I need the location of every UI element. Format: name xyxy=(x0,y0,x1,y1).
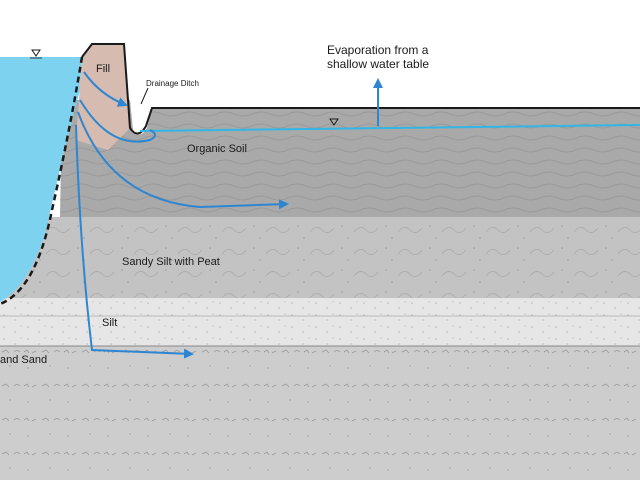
flow-arrow-deep xyxy=(75,124,194,359)
sand-label: and Sand xyxy=(0,354,48,366)
flow-arrow-organic-deep xyxy=(77,111,289,210)
ground-surface-line xyxy=(81,43,640,135)
evaporation-label-line1: Evaporation from a xyxy=(327,43,429,57)
fill-embankment xyxy=(76,44,130,150)
fill-label: Fill xyxy=(96,63,111,75)
sandy-silt-peat-texture xyxy=(0,217,640,298)
organic-soil-label: Organic Soil xyxy=(187,143,247,155)
water-body xyxy=(0,57,82,302)
flow-arrow-organic-shallow xyxy=(79,99,156,143)
water-table-line xyxy=(139,124,640,132)
water-level-triangle-icon xyxy=(329,118,339,126)
silt-label: Silt xyxy=(102,317,118,329)
seepage-boundary xyxy=(0,56,84,306)
sandy-silt-peat-label: Sandy Silt with Peat xyxy=(122,256,220,268)
evaporation-label-line2: shallow water table xyxy=(327,56,430,71)
ditch-leader-line xyxy=(140,87,149,105)
sand-layer-texture xyxy=(0,346,640,480)
water-level-triangle-icon xyxy=(31,49,41,57)
drainage-ditch-label: Drainage Ditch xyxy=(146,79,199,88)
evaporation-label: Evaporation from a shallow water table xyxy=(327,43,430,72)
silt-layer-texture xyxy=(0,298,640,346)
flow-arrow-ditch xyxy=(83,71,128,107)
